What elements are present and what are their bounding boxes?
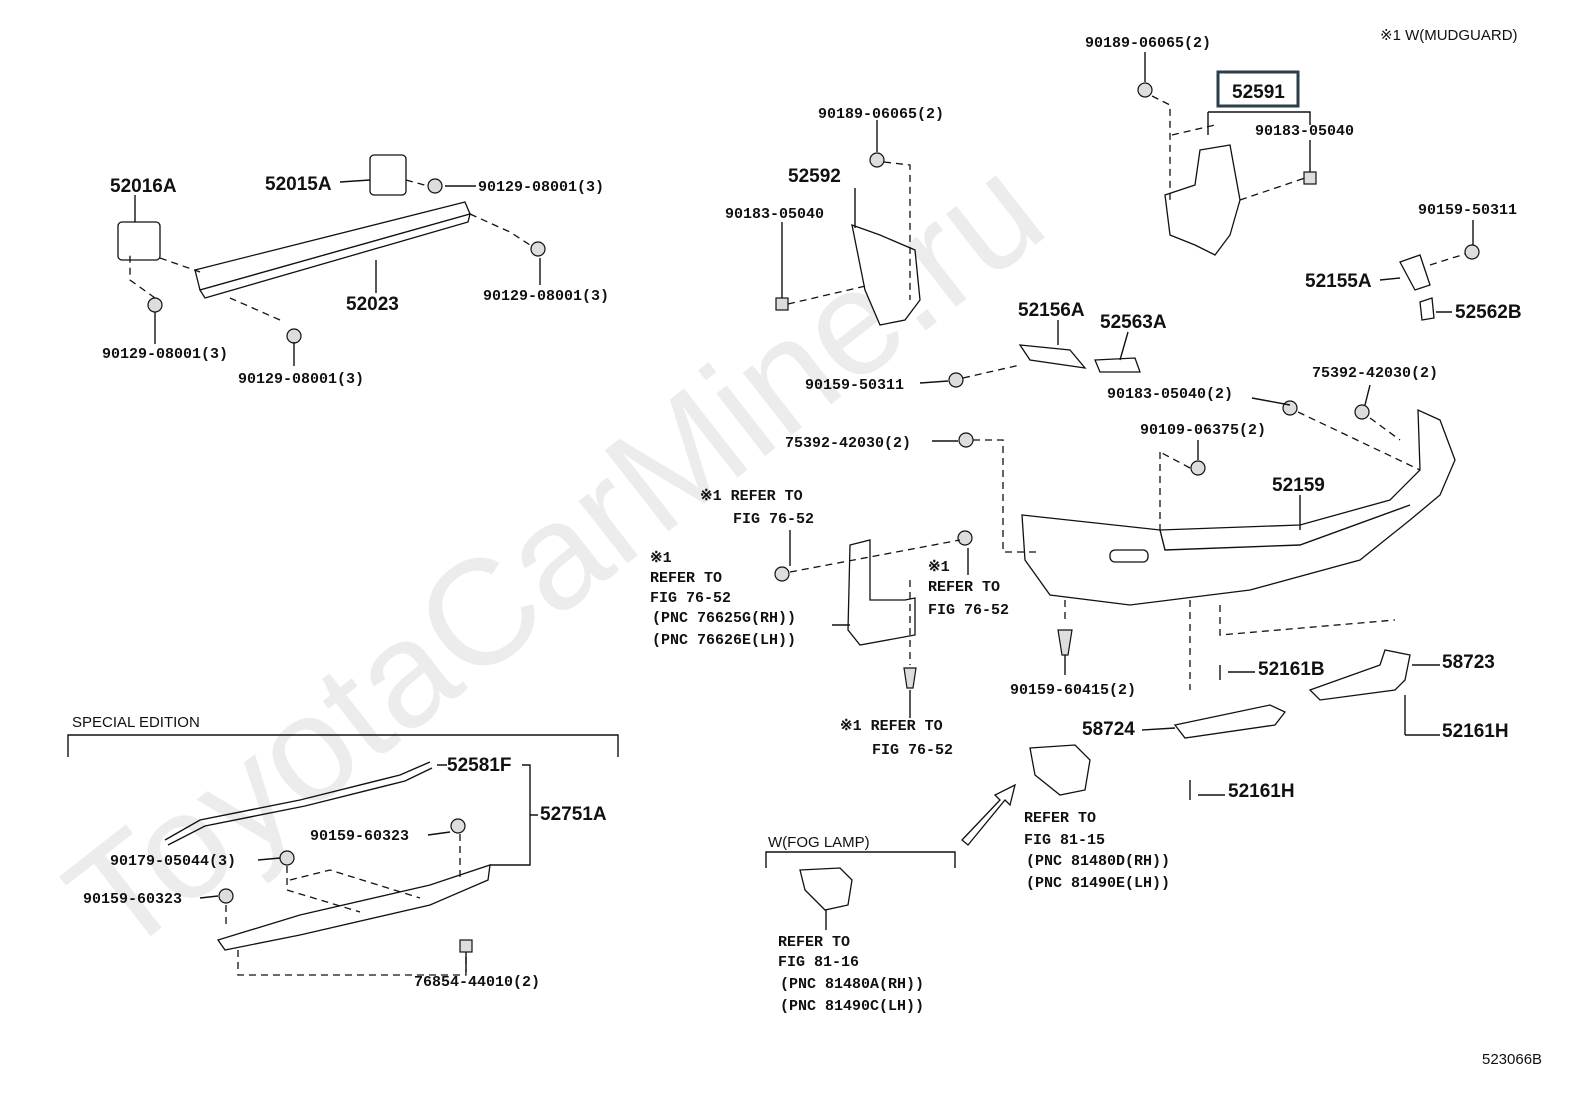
part-52016A-bracket[interactable] xyxy=(117,221,161,261)
label-52156A: 52156A xyxy=(1018,300,1085,321)
label-90129-08001: 90129-08001(3) xyxy=(478,179,604,196)
label-90129-08001: 90129-08001(3) xyxy=(483,288,609,305)
svg-text:※1: ※1 xyxy=(928,559,950,576)
group-special-edition: SPECIAL EDITION xyxy=(72,714,200,731)
part-52156A[interactable] xyxy=(1018,344,1087,369)
part-52155A[interactable] xyxy=(1399,254,1431,291)
label-58724: 58724 xyxy=(1082,719,1135,740)
part-52563A[interactable] xyxy=(1094,357,1141,373)
label-52581F: 52581F xyxy=(447,755,511,776)
label-90159-60323: 90159-60323 xyxy=(310,828,409,845)
svg-text:REFER TO: REFER TO xyxy=(1024,810,1096,827)
label-90179-05044: 90179-05044(3) xyxy=(110,853,236,870)
label-90129-08001: 90129-08001(3) xyxy=(102,346,228,363)
part-fog-lamp-cover-alt[interactable] xyxy=(799,867,853,911)
label-90159-50311: 90159-50311 xyxy=(1418,202,1517,219)
label-52592: 52592 xyxy=(788,166,841,187)
svg-text:(PNC 81480D(RH)): (PNC 81480D(RH)) xyxy=(1026,853,1170,870)
arrow-icon xyxy=(961,783,1016,846)
label-90189-06065: 90189-06065(2) xyxy=(818,106,944,123)
label-90159-60323: 90159-60323 xyxy=(83,891,182,908)
label-52159: 52159 xyxy=(1272,475,1325,496)
svg-text:※1: ※1 xyxy=(650,550,672,567)
svg-text:(PNC 81480A(RH)): (PNC 81480A(RH)) xyxy=(780,976,924,993)
part-52581F-molding[interactable] xyxy=(164,761,433,846)
bolt-icons xyxy=(147,178,546,344)
label-75392-42030: 75392-42030(2) xyxy=(1312,365,1438,382)
label-58723: 58723 xyxy=(1442,652,1495,673)
svg-text:FIG 81-15: FIG 81-15 xyxy=(1024,832,1105,849)
label-90183-05040: 90183-05040 xyxy=(1255,123,1354,140)
part-52591-liner[interactable] xyxy=(1164,144,1241,256)
label-52161H: 52161H xyxy=(1442,721,1509,742)
part-fog-lamp-cover[interactable] xyxy=(1029,744,1091,796)
label-52155A: 52155A xyxy=(1305,271,1372,292)
part-52592-liner[interactable] xyxy=(851,224,921,326)
svg-text:(PNC 76625G(RH)): (PNC 76625G(RH)) xyxy=(652,610,796,627)
part-52751A-garnish[interactable] xyxy=(216,864,491,951)
label-90189-06065: 90189-06065(2) xyxy=(1085,35,1211,52)
label-90159-50311: 90159-50311 xyxy=(805,377,904,394)
svg-text:REFER TO: REFER TO xyxy=(650,570,722,587)
label-90159-60415: 90159-60415(2) xyxy=(1010,682,1136,699)
part-52159-bumper-cover[interactable] xyxy=(1021,408,1456,606)
svg-text:(PNC 76626E(LH)): (PNC 76626E(LH)) xyxy=(652,632,796,649)
ref-fog-lamp-cover: REFER TO FIG 81-15 (PNC 81480D(RH)) (PNC… xyxy=(1024,810,1170,892)
label-90109-06375: 90109-06375(2) xyxy=(1140,422,1266,439)
label-75392-42030: 75392-42030(2) xyxy=(785,435,911,452)
label-52591[interactable]: 52591 xyxy=(1232,82,1285,103)
svg-text:FIG 76-52: FIG 76-52 xyxy=(650,590,731,607)
label-52751A: 52751A xyxy=(540,804,607,825)
label-52161B: 52161B xyxy=(1258,659,1325,680)
ref-mudguard-1: ※1 REFER TO FIG 76-52 xyxy=(700,488,814,528)
svg-text:FIG 81-16: FIG 81-16 xyxy=(778,954,859,971)
label-52015A: 52015A xyxy=(265,174,332,195)
label-52562B: 52562B xyxy=(1455,302,1522,323)
part-58724[interactable] xyxy=(1173,704,1287,739)
part-52023-reinforcement[interactable] xyxy=(194,201,471,299)
label-90183-05040: 90183-05040(2) xyxy=(1107,386,1233,403)
label-52161H: 52161H xyxy=(1228,781,1295,802)
svg-text:※1 REFER TO: ※1 REFER TO xyxy=(840,718,943,735)
label-52023: 52023 xyxy=(346,294,399,315)
ref-mudguard-3: ※1 REFER TO FIG 76-52 xyxy=(928,559,1009,619)
part-52562B[interactable] xyxy=(1419,297,1435,321)
ref-mudguard-4: ※1 REFER TO FIG 76-52 xyxy=(840,718,953,759)
label-90129-08001: 90129-08001(3) xyxy=(238,371,364,388)
note-mudguard: ※1 W(MUDGUARD) xyxy=(1380,27,1518,44)
ref-fog-lamp-cover-alt: REFER TO FIG 81-16 (PNC 81480A(RH)) (PNC… xyxy=(778,934,924,1015)
label-52563A: 52563A xyxy=(1100,312,1167,333)
svg-text:(PNC 81490C(LH)): (PNC 81490C(LH)) xyxy=(780,998,924,1015)
part-58723[interactable] xyxy=(1308,649,1411,701)
ref-mudguard-2: ※1 REFER TO FIG 76-52 (PNC 76625G(RH)) (… xyxy=(650,550,796,649)
figure-id: 523066B xyxy=(1482,1051,1542,1068)
svg-text:(PNC 81490E(LH)): (PNC 81490E(LH)) xyxy=(1026,875,1170,892)
highlight-box xyxy=(1216,70,1300,108)
svg-text:FIG 76-52: FIG 76-52 xyxy=(872,742,953,759)
svg-text:REFER TO: REFER TO xyxy=(928,579,1000,596)
svg-text:※1 REFER TO: ※1 REFER TO xyxy=(700,488,803,505)
label-90183-05040: 90183-05040 xyxy=(725,206,824,223)
part-52015A-bracket[interactable] xyxy=(369,154,407,196)
label-52016A: 52016A xyxy=(110,176,177,197)
svg-text:FIG 76-52: FIG 76-52 xyxy=(733,511,814,528)
label-76854-44010: 76854-44010(2) xyxy=(414,974,540,991)
svg-text:REFER TO: REFER TO xyxy=(778,934,850,951)
group-fog-lamp: W(FOG LAMP) xyxy=(768,834,870,851)
part-mudguard[interactable] xyxy=(847,539,916,646)
svg-text:FIG 76-52: FIG 76-52 xyxy=(928,602,1009,619)
